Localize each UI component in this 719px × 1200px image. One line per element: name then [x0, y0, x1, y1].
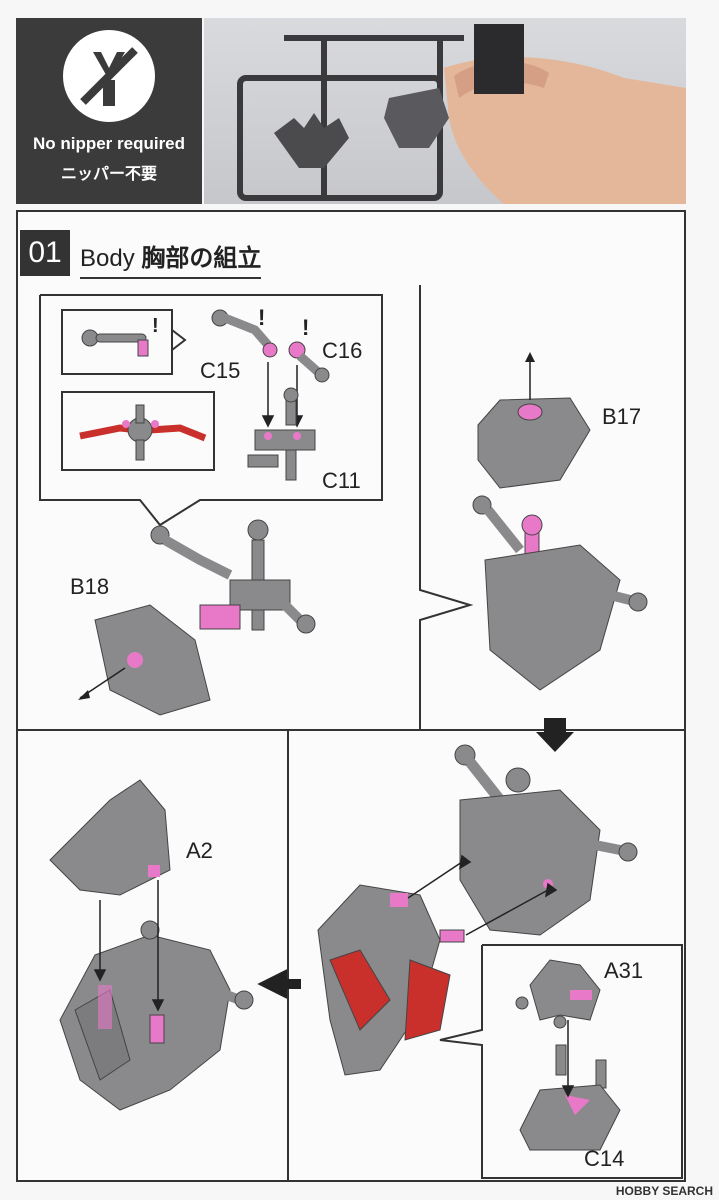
c16-part: ! — [288, 315, 330, 383]
a31-part — [515, 959, 601, 1029]
a2-part — [49, 779, 171, 896]
label-c14: C14 — [584, 1146, 625, 1171]
label-a31: A31 — [604, 958, 644, 983]
c14-part — [519, 1044, 621, 1151]
c15-part: ! — [211, 305, 278, 358]
svg-text:!: ! — [152, 315, 159, 337]
red-runner-part — [79, 404, 207, 461]
label-a2: A2 — [186, 838, 213, 863]
body-assembly-part — [59, 920, 254, 1111]
nipper-subtitle-jp: ニッパー不要 — [60, 166, 157, 183]
torso-frame-part — [472, 495, 648, 691]
step-title-en: Body — [80, 245, 135, 272]
svg-text:!: ! — [258, 305, 265, 330]
step-title-jp: 胸部の組立 — [141, 245, 262, 272]
chest-frame-part — [150, 519, 316, 634]
step-number: 01 — [20, 230, 70, 276]
combined-body-part — [454, 744, 638, 936]
c11-part — [247, 387, 316, 481]
watermark: HOBBY SEARCH — [615, 1184, 713, 1198]
c15-detail-part: ! — [81, 315, 159, 357]
label-b17: B17 — [602, 404, 642, 429]
no-nipper-badge: No nipper required ニッパー不要 — [16, 18, 202, 204]
label-b18: B18 — [70, 574, 110, 599]
runner-photo — [204, 18, 686, 204]
left-arrow-icon — [257, 969, 301, 999]
b17-part — [477, 352, 591, 489]
b18-part — [78, 604, 211, 716]
svg-text:!: ! — [302, 315, 309, 340]
nipper-title: No nipper required — [32, 134, 186, 153]
label-c11: C11 — [322, 468, 361, 493]
front-chest-part — [317, 884, 465, 1076]
step-title: Body 胸部の組立 — [80, 238, 262, 279]
nipper-crossed-icon — [63, 30, 155, 122]
label-c15: C15 — [200, 358, 241, 383]
label-c16: C16 — [322, 338, 363, 363]
down-arrow-icon — [536, 718, 574, 752]
